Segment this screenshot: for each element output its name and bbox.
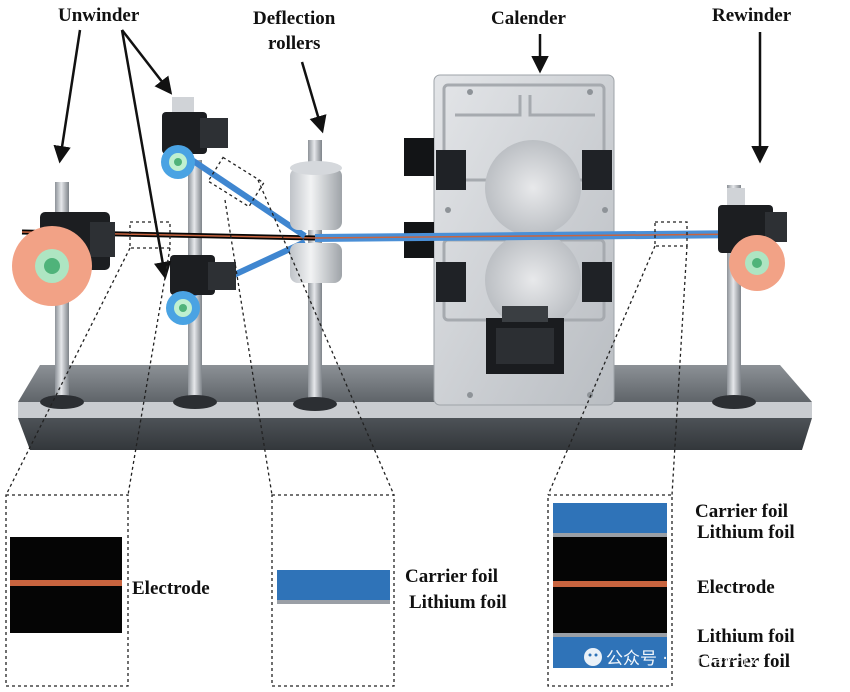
calender-label: Calender: [491, 8, 567, 29]
deflection-rollers: [290, 161, 342, 283]
zoom-box-foil: [207, 156, 265, 208]
laminate-label-carrier-bottom: Carrier foil: [697, 651, 790, 672]
laminate-label-lithium-bottom: Lithium foil: [697, 626, 795, 647]
inset-foil-lithium-label: Lithium foil: [409, 592, 507, 613]
inset-electrode-label: Electrode: [132, 578, 210, 599]
inset-electrode: Electrode: [5, 494, 210, 687]
web-paths: [21, 149, 776, 303]
rewinder-unit: [718, 188, 787, 291]
calender-machine: [404, 74, 615, 406]
deflection-label-line1: Deflection: [253, 8, 336, 29]
wechat-icon: [584, 648, 602, 666]
zoom-box-laminate: [654, 221, 688, 247]
top-annotations: Unwinder Deflection rollers Calender Rew…: [53, 5, 792, 280]
watermark-text: 公众号 · 光子湾科技: [606, 649, 758, 669]
rewinder-label: Rewinder: [712, 5, 792, 26]
zoom-box-electrode: [129, 221, 171, 249]
unwinder-arrow-left: [53, 29, 82, 164]
inset-laminate: Carrier foil Lithium foil Electrode Lith…: [547, 494, 795, 687]
unwinder-electrode: [12, 212, 115, 306]
unwinder-carrier-upper: [161, 97, 228, 179]
laminate-label-electrode: Electrode: [697, 577, 775, 598]
callout-lines: [5, 156, 688, 496]
inset-foil-carrier-label: Carrier foil: [405, 566, 498, 587]
unwinder-carrier-lower: [166, 255, 236, 325]
deflection-arrow: [300, 61, 327, 134]
base-rail: [18, 365, 812, 450]
watermark: 公众号 · 光子湾科技: [584, 648, 758, 669]
unwinder-label: Unwinder: [58, 5, 140, 26]
laminate-label-carrier-top: Carrier foil: [695, 501, 788, 522]
inset-foil: Carrier foil Lithium foil: [271, 494, 507, 687]
deflection-label-line2: rollers: [268, 33, 320, 54]
unwinder-arrow-upper: [121, 29, 173, 95]
laminate-label-lithium-top: Lithium foil: [697, 522, 795, 543]
unwinder-arrow-lower: [120, 29, 172, 280]
